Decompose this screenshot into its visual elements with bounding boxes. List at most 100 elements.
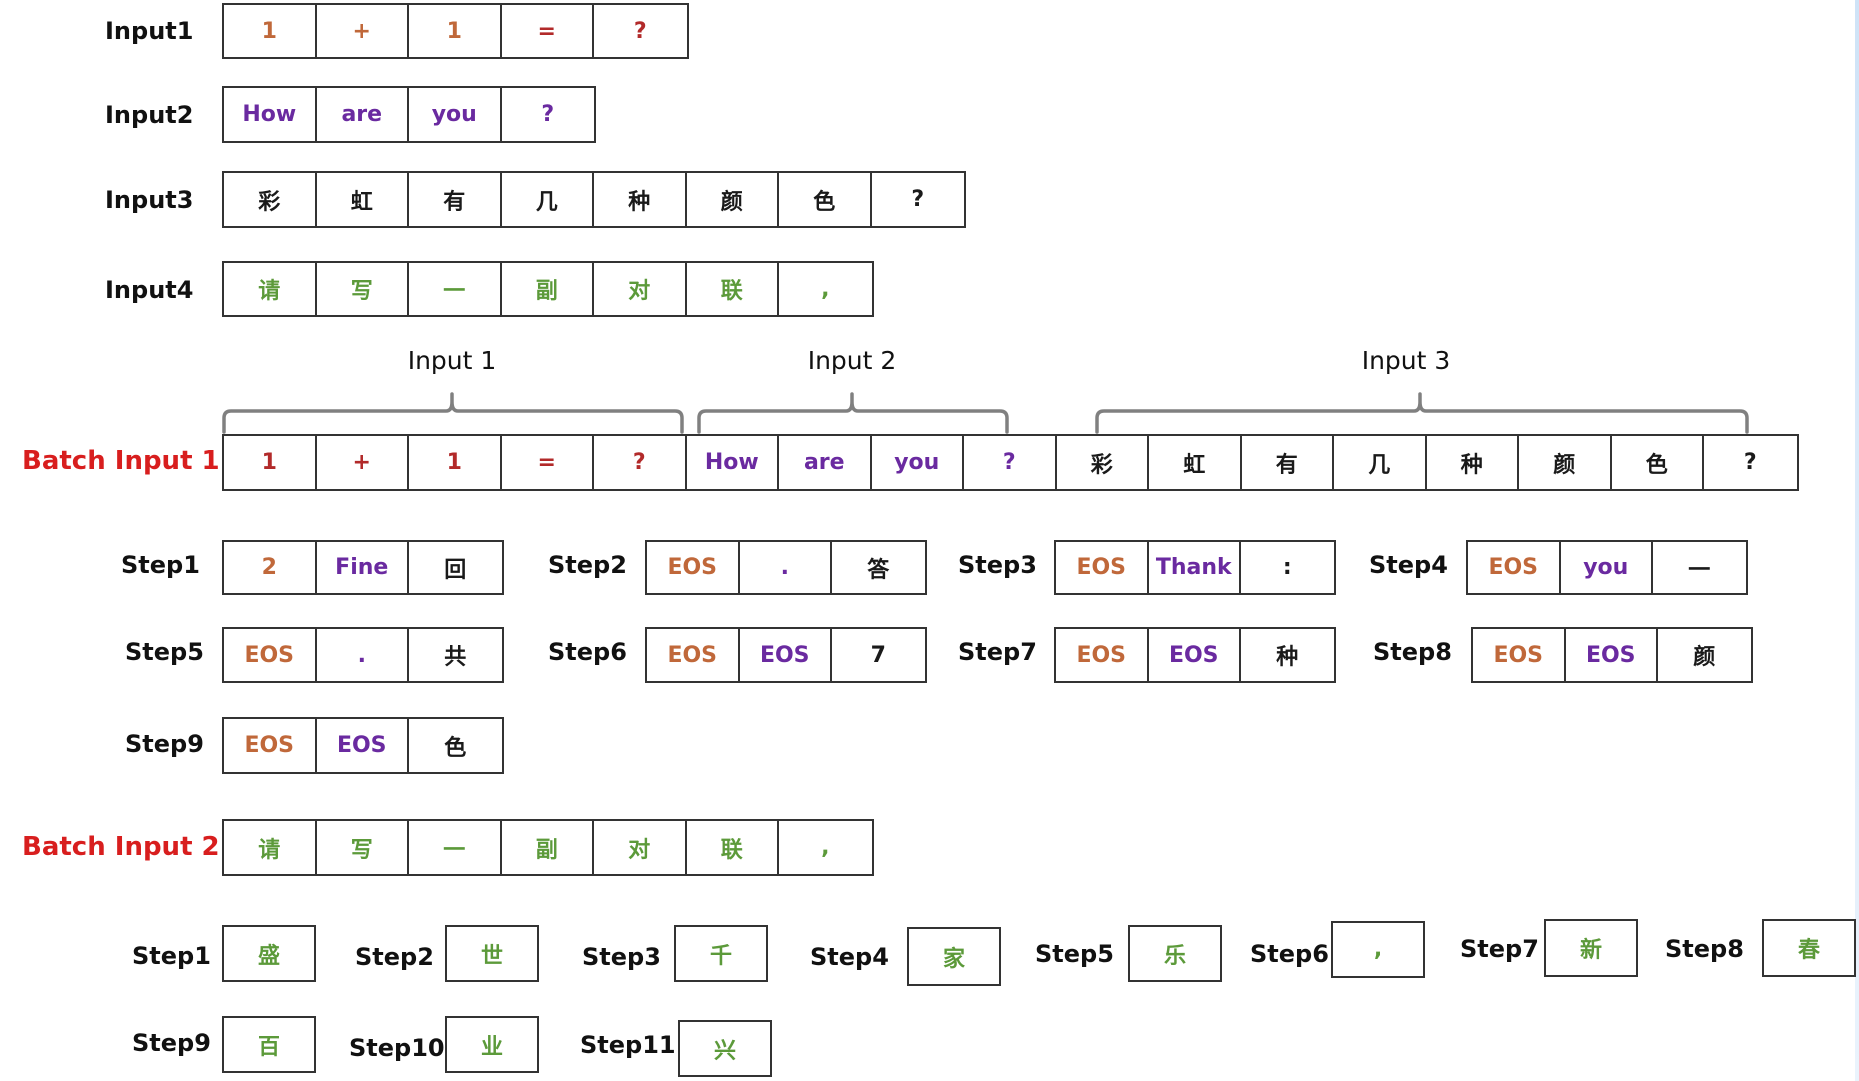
batch1-label: Batch Input 1 <box>22 446 220 476</box>
b2-step4-box: 家 <box>907 927 1001 986</box>
b2-step9-box: 百 <box>222 1016 316 1073</box>
token-cell: EOS <box>317 719 409 772</box>
token-cell: Fine <box>317 542 409 593</box>
token-cell: 一 <box>409 263 502 315</box>
token-cell: ? <box>594 436 687 489</box>
token-cell: 对 <box>594 821 687 874</box>
b2-step11-box: 兴 <box>678 1020 772 1077</box>
input1-row: 1+1=? <box>222 3 689 59</box>
token-cell: How <box>687 436 779 489</box>
b2-step10-box: 业 <box>445 1016 539 1073</box>
token-cell: 有 <box>409 173 502 226</box>
token-cell: you <box>409 88 502 141</box>
bracket-label-input1: Input 1 <box>407 346 497 375</box>
bracket-input2 <box>697 392 1009 434</box>
b1-step4-label: Step4 <box>1369 551 1448 579</box>
token-cell: 几 <box>502 173 594 226</box>
token-cell: 虹 <box>1149 436 1242 489</box>
b2-step10-label: Step10 <box>349 1034 445 1062</box>
token-cell: 一 <box>1688 557 1711 583</box>
batch2-row: 请写一副对联, <box>222 819 874 876</box>
token-cell: How <box>224 88 317 141</box>
token-cell: 颜 <box>1519 436 1612 489</box>
token-cell: EOS <box>647 542 740 593</box>
token-cell: + <box>317 5 409 57</box>
b2-step1-box: 盛 <box>222 925 316 982</box>
token-cell: 几 <box>1334 436 1427 489</box>
token-cell: : <box>1282 555 1292 580</box>
token-cell: 颜 <box>1693 645 1716 670</box>
input4-label: Input4 <box>105 276 194 304</box>
token-cell: 请 <box>224 821 317 874</box>
token-cell: 共 <box>444 645 467 670</box>
token-cell: 对 <box>594 263 687 315</box>
b1-step2-row: EOS.答 <box>645 540 927 595</box>
token-cell: 色 <box>779 173 872 226</box>
token-cell: 副 <box>502 263 594 315</box>
token-cell: are <box>779 436 872 489</box>
token-cell: are <box>317 88 409 141</box>
b2-step8-label: Step8 <box>1665 935 1744 963</box>
b1-step6-label: Step6 <box>548 638 627 666</box>
b1-step2-label: Step2 <box>548 551 627 579</box>
token-cell: EOS <box>224 719 317 772</box>
token-cell: 2 <box>224 542 317 593</box>
token-cell: 种 <box>1427 436 1519 489</box>
token-cell: Thank <box>1149 542 1241 593</box>
b2-step2-label: Step2 <box>355 943 434 971</box>
b2-step6-box: , <box>1331 921 1425 978</box>
token-cell: + <box>317 436 409 489</box>
b2-step5-box: 乐 <box>1128 925 1222 982</box>
token-cell: 一 <box>409 821 502 874</box>
b2-step2-box: 世 <box>445 925 539 982</box>
token-cell: ? <box>633 18 647 44</box>
token-cell: you <box>1561 542 1653 593</box>
token-cell: 7 <box>870 642 886 668</box>
input2-label: Input2 <box>105 101 194 129</box>
input1-label: Input1 <box>105 17 194 45</box>
b1-step9-label: Step9 <box>125 730 204 758</box>
token-cell: ? <box>1743 450 1757 475</box>
b1-step5-label: Step5 <box>125 638 204 666</box>
token-cell: 1 <box>409 5 502 57</box>
token-cell: 色 <box>444 735 467 761</box>
b1-step8-label: Step8 <box>1373 638 1452 666</box>
bracket-input1 <box>222 392 684 434</box>
input3-row: 彩虹有几种颜色? <box>222 171 966 228</box>
token-cell: , <box>821 835 830 860</box>
token-cell: EOS <box>740 629 832 681</box>
token-cell: 彩 <box>224 173 317 226</box>
token-cell: 请 <box>224 263 317 315</box>
token-cell: . <box>317 629 409 681</box>
b2-step8-box: 春 <box>1762 919 1856 977</box>
token-cell: ? <box>964 436 1057 489</box>
token-cell: 联 <box>687 263 779 315</box>
token-cell: EOS <box>1056 542 1149 593</box>
token-cell: 颜 <box>687 173 779 226</box>
token-cell: EOS <box>1056 629 1149 681</box>
bracket-label-input3: Input 3 <box>1361 346 1451 375</box>
b1-step1-label: Step1 <box>121 551 200 579</box>
token-cell: 种 <box>594 173 687 226</box>
token-cell: , <box>821 276 830 302</box>
b1-step3-label: Step3 <box>958 551 1037 579</box>
window-edge <box>1855 0 1859 1081</box>
token-cell: ? <box>541 102 555 127</box>
token-cell: 写 <box>317 821 409 874</box>
token-cell: 色 <box>1612 436 1704 489</box>
b2-step1-label: Step1 <box>132 942 211 970</box>
token-cell: 答 <box>867 557 890 583</box>
token-cell: = <box>502 436 594 489</box>
token-cell: 1 <box>409 436 502 489</box>
token-cell: 写 <box>317 263 409 315</box>
token-cell: 虹 <box>317 173 409 226</box>
b2-step3-box: 千 <box>674 925 768 982</box>
bracket-input3 <box>1095 392 1749 434</box>
